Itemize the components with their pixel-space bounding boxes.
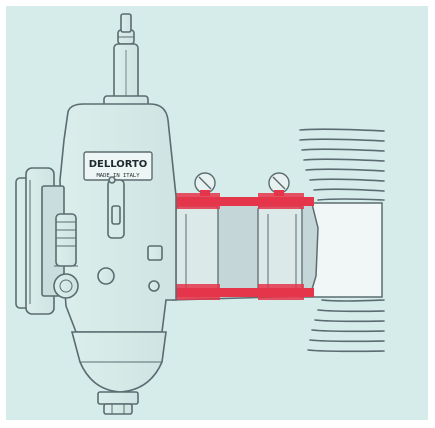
clamp-screw [194,172,290,196]
brand-name: DELLORTO [89,159,148,170]
engine-cylinder-fins [299,128,385,353]
intake-manifold [169,201,383,301]
clamp [166,193,314,300]
brand-plate: DELLORTO MADE IN ITALY [89,159,148,179]
carburetor [15,13,177,415]
brand-origin: MADE IN ITALY [96,173,140,179]
